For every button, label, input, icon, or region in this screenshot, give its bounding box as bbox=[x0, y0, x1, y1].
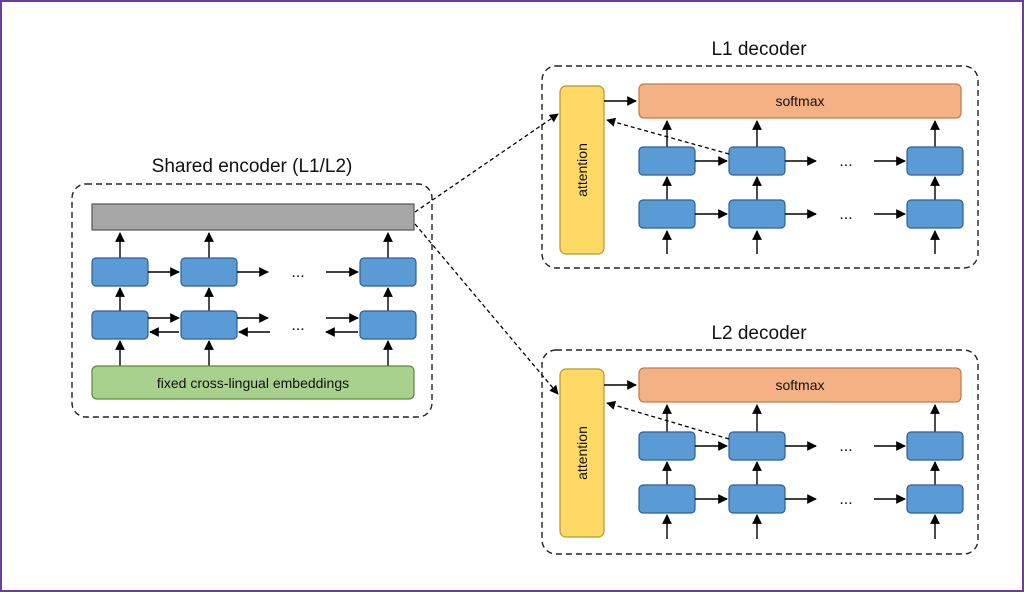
ellipsis: ... bbox=[839, 153, 852, 170]
encoder-to-l1-attention-link bbox=[414, 113, 559, 213]
decoder-cell bbox=[728, 146, 786, 176]
l1-decoder-frame bbox=[541, 65, 979, 269]
decoder-cell bbox=[638, 431, 696, 461]
l1-decoder-title: L1 decoder bbox=[711, 39, 807, 60]
state-to-attention-link bbox=[606, 117, 730, 155]
encoder-cell bbox=[359, 310, 417, 340]
decoder-cell bbox=[728, 199, 786, 229]
encoder-frame bbox=[71, 183, 433, 418]
decoder-cell bbox=[638, 484, 696, 514]
l1-attention-block bbox=[559, 85, 605, 255]
encoder-title: Shared encoder (L1/L2) bbox=[152, 156, 353, 177]
ellipsis: ... bbox=[291, 264, 304, 281]
ellipsis: ... bbox=[291, 317, 304, 334]
l2-attention-block bbox=[559, 368, 605, 538]
l1-decoder: L1 decoder attention softmax ... ... bbox=[541, 39, 979, 269]
l2-decoder-frame bbox=[541, 349, 979, 555]
embeddings-label: fixed cross-lingual embeddings bbox=[157, 375, 349, 391]
l1-softmax-label: softmax bbox=[775, 93, 824, 109]
l1-softmax-block bbox=[638, 83, 962, 119]
encoder-cell bbox=[180, 257, 238, 287]
decoder-cell bbox=[906, 199, 964, 229]
encoder-cell bbox=[91, 310, 149, 340]
encoder-cell bbox=[359, 257, 417, 287]
l2-softmax-block bbox=[638, 367, 962, 403]
l1-attention-label: attention bbox=[574, 143, 590, 197]
decoder-cell bbox=[728, 431, 786, 461]
l2-decoder-title: L2 decoder bbox=[711, 323, 807, 344]
shared-encoder: Shared encoder (L1/L2) ... ... bbox=[71, 156, 433, 418]
l2-attention-label: attention bbox=[574, 426, 590, 480]
ellipsis: ... bbox=[839, 491, 852, 508]
ellipsis: ... bbox=[839, 438, 852, 455]
ellipsis: ... bbox=[839, 206, 852, 223]
embeddings-bar bbox=[91, 365, 415, 400]
decoder-cell bbox=[638, 199, 696, 229]
l2-softmax-label: softmax bbox=[775, 377, 824, 393]
encoder-to-l2-attention-link bbox=[414, 223, 559, 395]
decoder-cell bbox=[906, 431, 964, 461]
encoder-cell bbox=[180, 310, 238, 340]
state-to-attention-link bbox=[606, 400, 730, 440]
decoder-cell bbox=[906, 484, 964, 514]
decoder-cell bbox=[728, 484, 786, 514]
decoder-cell bbox=[906, 146, 964, 176]
encoder-output-bar bbox=[91, 203, 415, 231]
l2-decoder: L2 decoder attention softmax ... ... bbox=[541, 323, 979, 555]
decoder-cell bbox=[638, 146, 696, 176]
encoder-cell bbox=[91, 257, 149, 287]
